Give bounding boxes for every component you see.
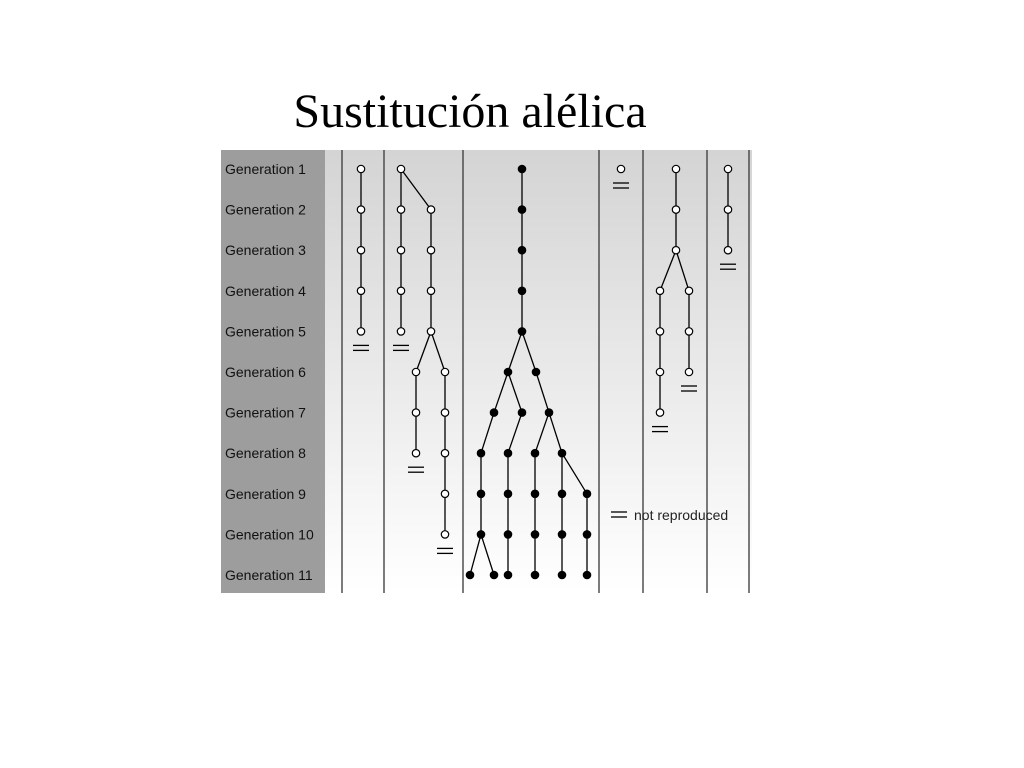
allele-original-node	[396, 245, 406, 255]
generation-label: Generation 1	[225, 161, 306, 177]
generation-label: Generation 6	[225, 364, 306, 380]
descent-line	[535, 371, 550, 413]
descent-line	[507, 331, 523, 373]
allele-original-node	[440, 367, 450, 377]
allele-new-node	[544, 408, 554, 417]
allele-new-node	[557, 570, 567, 580]
allele-original-node	[684, 286, 694, 296]
allele-original-node	[440, 489, 450, 499]
allele-original-node	[411, 408, 421, 417]
allele-new-node	[489, 570, 499, 580]
descent-line	[480, 412, 495, 454]
allele-new-node	[530, 530, 540, 539]
descent-line	[561, 452, 588, 495]
generation-label-panel	[221, 150, 325, 593]
allele-original-node	[411, 367, 421, 377]
allele-original-node	[684, 327, 694, 336]
allele-original-node	[426, 286, 436, 296]
allele-new-node	[517, 245, 527, 255]
allele-new-node	[489, 408, 499, 417]
allele-new-node	[503, 530, 513, 539]
allele-original-node	[356, 286, 366, 296]
descent-line	[548, 412, 563, 454]
allele-original-node	[396, 286, 406, 296]
allele-original-node	[723, 164, 733, 174]
allele-original-node	[440, 408, 450, 417]
allele-new-node	[517, 286, 527, 296]
allele-new-node	[582, 530, 592, 539]
generation-label: Generation 11	[225, 567, 313, 583]
allele-new-node	[476, 489, 486, 499]
allele-new-node	[517, 327, 527, 336]
allele-new-node	[557, 530, 567, 539]
descent-line	[507, 371, 523, 413]
allele-new-node	[557, 489, 567, 499]
generation-label: Generation 2	[225, 202, 306, 218]
allele-new-node	[476, 448, 486, 458]
allele-original-node	[440, 530, 450, 539]
allele-original-node	[671, 205, 681, 214]
legend-label: not reproduced	[634, 507, 728, 523]
allele-original-node	[655, 286, 665, 296]
allele-new-node	[503, 367, 513, 377]
allele-original-node	[655, 367, 665, 377]
allele-new-node	[503, 448, 513, 458]
allele-original-node	[356, 245, 366, 255]
descent-line	[430, 331, 446, 373]
slide-title: Sustitución alélica	[293, 85, 647, 138]
allele-original-node	[426, 245, 436, 255]
descent-line	[507, 412, 523, 454]
allele-new-node	[530, 448, 540, 458]
allele-new-node	[582, 570, 592, 580]
allele-original-node	[356, 164, 366, 174]
allele-original-node	[616, 164, 626, 174]
descent-line	[675, 250, 690, 291]
allele-original-node	[671, 164, 681, 174]
allele-original-node	[655, 327, 665, 336]
allele-new-node	[531, 367, 541, 377]
allele-new-node	[517, 408, 527, 417]
allele-new-node	[476, 530, 486, 539]
generation-label: Generation 3	[225, 242, 306, 258]
allele-original-node	[396, 164, 406, 174]
generation-label: Generation 5	[225, 323, 306, 339]
allele-original-node	[684, 367, 694, 377]
allele-original-node	[396, 205, 406, 214]
allele-new-node	[503, 570, 513, 580]
allele-new-node	[530, 489, 540, 499]
allele-original-node	[356, 205, 366, 214]
generation-label: Generation 8	[225, 445, 306, 461]
descent-line	[415, 331, 432, 373]
descent-line	[480, 534, 495, 576]
allele-new-node	[517, 205, 527, 214]
allele-original-node	[396, 327, 406, 336]
descent-line	[469, 534, 482, 576]
allele-new-node	[582, 489, 592, 499]
allele-new-node	[530, 570, 540, 580]
legend: not reproduced	[611, 507, 728, 523]
allele-new-node	[517, 164, 527, 174]
allele-original-node	[426, 205, 436, 214]
allele-original-node	[440, 448, 450, 458]
allele-original-node	[723, 245, 733, 255]
allele-new-node	[465, 570, 475, 580]
allele-original-node	[723, 205, 733, 214]
generation-label: Generation 4	[225, 283, 306, 299]
allele-original-node	[356, 327, 366, 336]
descent-line	[493, 371, 509, 413]
generation-label: Generation 9	[225, 486, 306, 502]
descent-line	[534, 412, 550, 454]
allele-original-node	[411, 448, 421, 458]
descent-line	[521, 331, 537, 373]
descent-line	[659, 249, 677, 292]
allele-original-node	[426, 327, 436, 336]
allele-original-node	[655, 408, 665, 417]
generation-label: Generation 10	[225, 526, 314, 542]
allele-new-node	[503, 489, 513, 499]
descent-line	[400, 168, 432, 210]
generation-label: Generation 7	[225, 405, 306, 421]
allele-original-node	[671, 245, 681, 255]
allele-new-node	[557, 448, 567, 458]
